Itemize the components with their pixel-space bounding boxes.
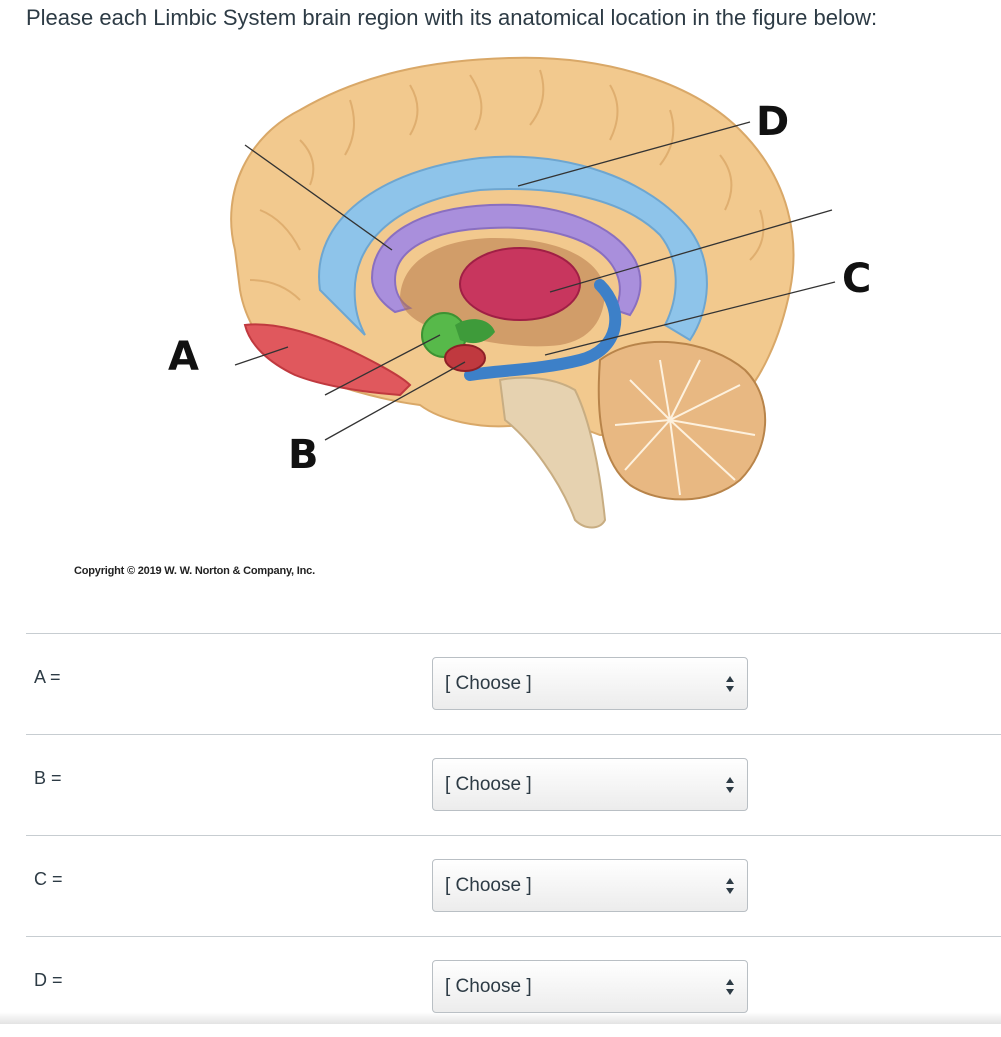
corpus-callosum xyxy=(370,203,642,317)
answer-label: D = xyxy=(34,970,63,990)
bottom-fade xyxy=(0,1012,1001,1024)
brainstem xyxy=(498,376,607,529)
answer-row-a: A = [ Choose ] xyxy=(26,633,1001,734)
orbitofrontal-cortex xyxy=(243,323,412,397)
answer-select-a[interactable]: [ Choose ] xyxy=(432,657,748,710)
answer-row-c: C = [ Choose ] xyxy=(26,835,1001,936)
select-arrows-icon xyxy=(726,979,734,995)
select-value: [ Choose ] xyxy=(445,673,532,694)
answer-label: C = xyxy=(34,869,63,889)
cingulate-gyrus xyxy=(318,155,708,342)
answer-select-b[interactable]: [ Choose ] xyxy=(432,758,748,811)
hippocampus xyxy=(464,279,622,381)
select-value: [ Choose ] xyxy=(445,774,532,795)
limbic-system-figure: A B C D xyxy=(168,56,871,529)
copyright-notice: Copyright © 2019 W. W. Norton & Company,… xyxy=(74,565,315,577)
select-arrows-icon xyxy=(726,777,734,793)
answer-row-b: B = [ Choose ] xyxy=(26,734,1001,835)
answer-row-d: D = [ Choose ] xyxy=(26,936,1001,1037)
answer-rows: A = [ Choose ] B = [ Choose ] C = [ Choo… xyxy=(26,633,1001,1037)
question-text: Please each Limbic System brain region w… xyxy=(26,5,878,30)
select-arrows-icon xyxy=(726,878,734,894)
select-value: [ Choose ] xyxy=(445,976,532,997)
figure-label-b: B xyxy=(288,432,319,478)
answer-select-d[interactable]: [ Choose ] xyxy=(432,960,748,1013)
figure-label-c: C xyxy=(842,256,871,302)
answer-select-c[interactable]: [ Choose ] xyxy=(432,859,748,912)
select-arrows-icon xyxy=(726,676,734,692)
hypothalamus xyxy=(444,344,486,372)
answer-label: B = xyxy=(34,768,62,788)
select-value: [ Choose ] xyxy=(445,875,532,896)
figure-label-a: A xyxy=(168,334,199,380)
answer-label: A = xyxy=(34,667,61,687)
figure-label-d: D xyxy=(756,99,789,145)
thalamus xyxy=(459,247,581,321)
cerebellum xyxy=(597,340,766,501)
